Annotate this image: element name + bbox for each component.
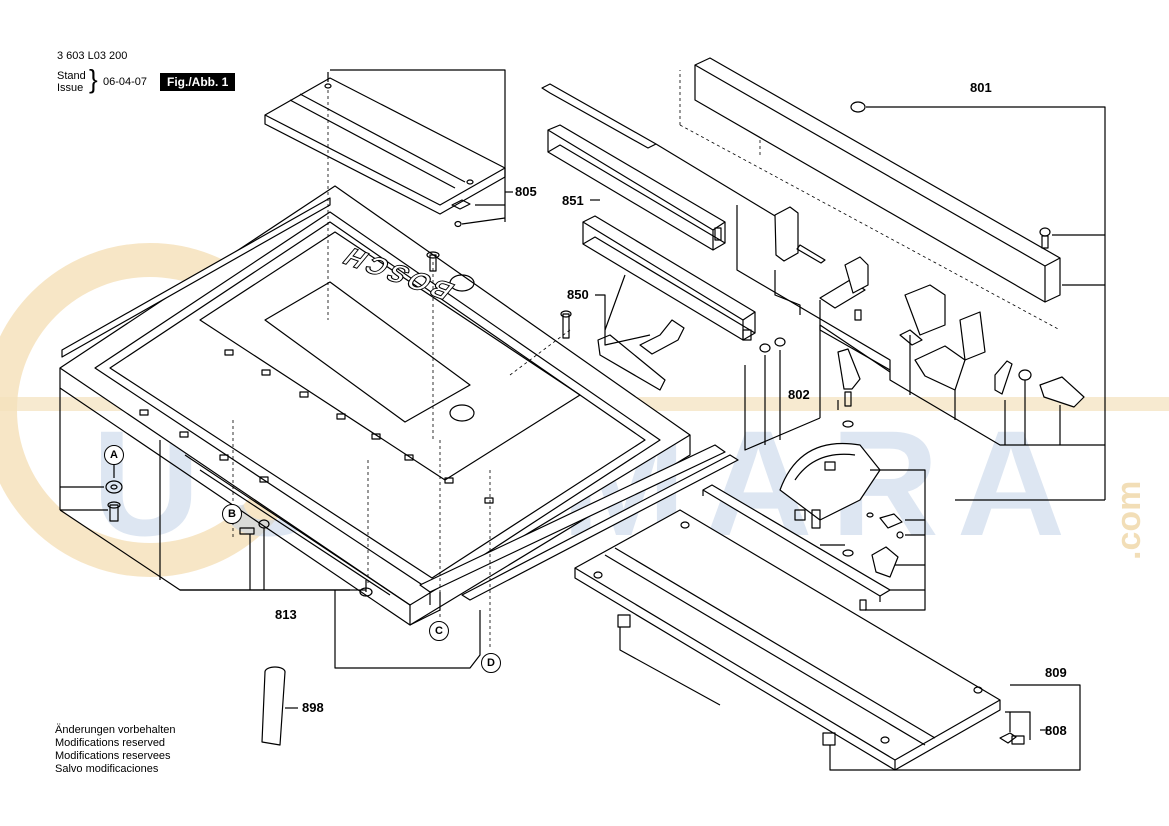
part-miter-rail: [702, 484, 891, 602]
part-extension-table-809: [574, 509, 1025, 771]
leader-809: [619, 627, 1081, 771]
callout-851: 851: [562, 193, 584, 208]
callout-809: 809: [1045, 665, 1067, 680]
callout-802: 802: [788, 387, 810, 402]
leader-a: [60, 465, 115, 511]
ref-marker-a: A: [104, 445, 124, 465]
doc-number: 3 603 L03 200: [57, 50, 128, 62]
figure-label: Fig./Abb. 1: [160, 73, 236, 91]
issue-date: 06-04-07: [103, 76, 148, 88]
modifications-line-en: Modifications reserved: [55, 737, 166, 749]
leader-813: [180, 528, 481, 669]
leader-850: [595, 274, 651, 346]
leader-802: [744, 324, 926, 611]
callout-801: 801: [970, 80, 992, 95]
modifications-note: Änderungen vorbehalten Modifications res…: [55, 724, 175, 776]
modifications-line-de: Änderungen vorbehalten: [55, 724, 176, 736]
part-rail-851: [541, 83, 786, 251]
slots-row: [139, 349, 494, 504]
dashed-guides: [232, 70, 1061, 650]
part-washer-a: [105, 480, 123, 522]
issue-label: Issue: [57, 82, 84, 94]
modifications-line-fr: Modifications reservees: [55, 750, 171, 762]
ref-marker-d: D: [481, 653, 501, 673]
part-table-top: [59, 185, 691, 626]
ref-marker-b: B: [222, 504, 242, 524]
part-fence-801: [694, 57, 1061, 303]
leader-fence-hardware: [774, 270, 1061, 445]
ref-marker-c: C: [429, 621, 449, 641]
callout-808: 808: [1045, 723, 1067, 738]
part-handle-898: [261, 666, 298, 746]
part-front-rail: [419, 444, 739, 605]
part-cover-plate: [264, 72, 506, 228]
brace-icon: }: [89, 64, 98, 94]
modifications-line-es: Salvo modificaciones: [55, 763, 159, 775]
leader-805: [330, 69, 513, 225]
callout-898: 898: [302, 700, 324, 715]
part-rail-850: [582, 215, 786, 391]
part-miter-gauge-802: [779, 348, 904, 611]
part-fence-hardware: [774, 206, 1085, 408]
callout-805: 805: [515, 184, 537, 199]
stand-label: Stand: [57, 70, 86, 82]
callout-813: 813: [275, 607, 297, 622]
callout-850: 850: [567, 287, 589, 302]
